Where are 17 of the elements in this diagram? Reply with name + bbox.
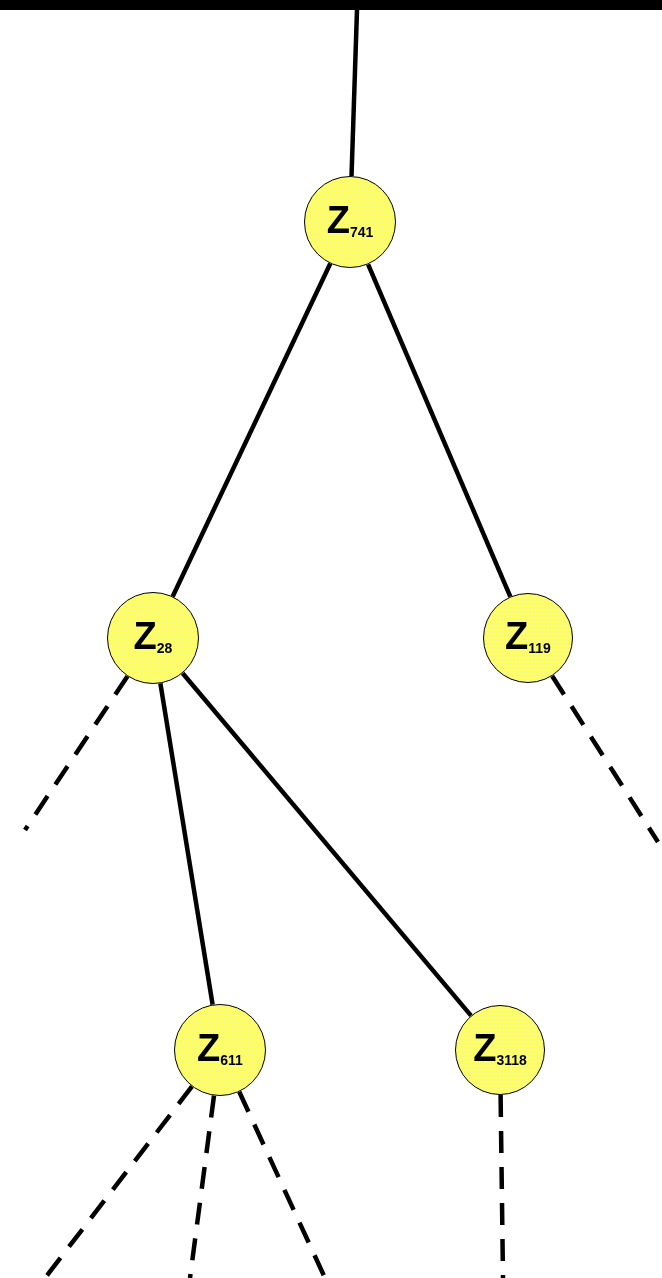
node-label: Z$_{119}$ — [505, 617, 551, 655]
dashed-line — [498, 1094, 506, 1278]
connector-line — [180, 671, 473, 1018]
dashed-line — [550, 674, 660, 844]
connector-line — [366, 263, 513, 598]
connector-line — [170, 262, 333, 598]
node-label: Z$_{741}$ — [326, 201, 374, 239]
node-label: Z$_{3118}$ — [473, 1029, 527, 1067]
connector-line — [158, 683, 215, 1005]
node-label: Z$_{28}$ — [133, 617, 173, 655]
dashed-line — [43, 1085, 194, 1278]
connector-line — [349, 9, 360, 177]
dashed-line — [23, 675, 130, 832]
node-label: Z$_{611}$ — [197, 1029, 243, 1067]
top-bar — [0, 0, 662, 10]
dashed-line — [187, 1095, 217, 1278]
dashed-line — [237, 1090, 328, 1278]
